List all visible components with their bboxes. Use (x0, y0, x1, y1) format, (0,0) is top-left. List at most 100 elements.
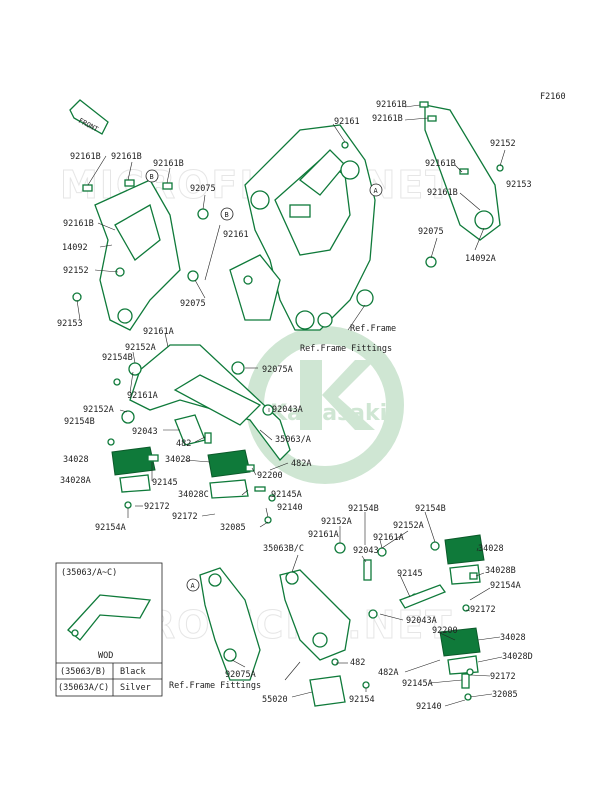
label-92161B-d: 92161B (63, 219, 94, 229)
figure-code: F2160 (540, 92, 566, 102)
label-34028B: 34028B (485, 566, 516, 576)
part-labels: 92161B 92161B 92161B 92075 92161B 14092 … (57, 100, 533, 712)
label-92161B-f: 92161B (372, 114, 403, 124)
kawasaki-logo-bar (300, 360, 322, 430)
label-14092: 14092 (62, 243, 88, 253)
leader-lines (76, 104, 506, 707)
inset-row-2-color: Silver (120, 683, 151, 693)
label-92161A-a: 92161A (143, 327, 174, 337)
label-92145-a: 92145 (152, 478, 178, 488)
label-482A-a: 482A (291, 459, 311, 469)
label-ref-frame: Ref.Frame (350, 324, 396, 334)
footrest-bracket-right (199, 542, 387, 707)
label-92075A-b: 92075A (225, 670, 256, 680)
front-arrow: FRONT (69, 99, 109, 135)
label-92145-b: 92145 (397, 569, 423, 579)
callout-b-2 (220, 207, 234, 221)
label-34028A: 34028A (60, 476, 91, 486)
label-92161B-h: 92161B (427, 188, 458, 198)
callout-a-2 (186, 578, 200, 592)
label-32085-a: 32085 (220, 523, 246, 533)
footrest-bracket-left (107, 344, 291, 461)
label-92152A-d: 92152A (393, 521, 424, 531)
color-inset: (35063/A~C) WOD (35063/B) Black (35063A/… (55, 562, 163, 697)
label-92153-a: 92153 (57, 319, 83, 329)
inset-code: WOD (98, 651, 113, 661)
label-35063BC: 35063B/C (263, 544, 304, 554)
label-92154B-b: 92154B (64, 417, 95, 427)
label-92043A-b: 92043A (406, 616, 437, 626)
label-92154A-a: 92154A (95, 523, 126, 533)
label-482-a: 482 (176, 439, 191, 449)
label-35063A: 35063/A (275, 435, 311, 445)
label-ref-frame-fittings-top: Ref.Frame Fittings (300, 344, 392, 354)
label-92200-b: 92200 (432, 626, 458, 636)
label-92161-b: 92161 (334, 117, 360, 127)
label-92161B-b: 92161B (111, 152, 142, 162)
callouts: B B A A (145, 169, 383, 592)
bracket-left-14092 (72, 179, 209, 331)
bracket-right-14092A (419, 101, 504, 268)
label-92161A-b: 92161A (127, 391, 158, 401)
label-92172-b: 92172 (172, 512, 198, 522)
label-34028-c: 34028 (478, 544, 504, 554)
footpeg-right-front (399, 534, 485, 612)
label-92154B-d: 92154B (415, 504, 446, 514)
callout-a-1-text: A (374, 187, 379, 195)
label-32085-b: 32085 (492, 690, 518, 700)
label-92075A-a: 92075A (262, 365, 293, 375)
label-92200-a: 92200 (257, 471, 283, 481)
inset-row-1-color: Black (120, 667, 146, 677)
label-92172-a: 92172 (144, 502, 170, 512)
label-92172-c: 92172 (470, 605, 496, 615)
label-92152A-b: 92152A (83, 405, 114, 415)
label-92161A-c: 92161A (308, 530, 339, 540)
label-92161B-g: 92161B (425, 159, 456, 169)
label-92161A-d: 92161A (373, 533, 404, 543)
label-92154B-c: 92154B (348, 504, 379, 514)
label-92172-d: 92172 (490, 672, 516, 682)
callout-a-2-text: A (191, 582, 196, 590)
label-34028C: 34028C (178, 490, 209, 500)
label-92161B-a: 92161B (70, 152, 101, 162)
label-92154-a: 92154 (349, 695, 375, 705)
label-55020: 55020 (262, 695, 288, 705)
callout-a-1 (369, 183, 383, 197)
label-34028-d: 34028 (500, 633, 526, 643)
label-92161-a: 92161 (223, 230, 249, 240)
footpeg-right-rear (439, 627, 481, 701)
callout-b-1 (145, 169, 159, 183)
label-34028D: 34028D (502, 652, 533, 662)
label-14092A: 14092A (465, 254, 496, 264)
label-92161B-e: 92161B (376, 100, 407, 110)
label-92154B-a: 92154B (102, 353, 133, 363)
footpeg-left (111, 446, 159, 509)
watermark-brand: Kawasaki (270, 401, 387, 426)
callout-b-1-text: B (150, 173, 154, 181)
inset-row-1-part: (35063/B) (60, 667, 106, 677)
label-92152A-c: 92152A (321, 517, 352, 527)
label-92161B-c: 92161B (153, 159, 184, 169)
front-arrow-shape (69, 99, 109, 135)
label-92153-b: 92153 (506, 180, 532, 190)
label-92075-a: 92075 (190, 184, 216, 194)
footpeg-left-rear (207, 449, 276, 524)
label-92140-b: 92140 (416, 702, 442, 712)
callout-b-2-text: B (225, 211, 229, 219)
label-92152-a: 92152 (63, 266, 89, 276)
label-92043-a: 92043 (132, 427, 158, 437)
label-92075-b: 92075 (180, 299, 206, 309)
label-92043-b: 92043 (353, 546, 379, 556)
label-92043A-a: 92043A (272, 405, 303, 415)
label-34028-a: 34028 (63, 455, 89, 465)
label-92152-b: 92152 (490, 139, 516, 149)
kawasaki-logo-k (322, 360, 375, 430)
label-482A-b: 482A (378, 668, 398, 678)
inset-title: (35063/A~C) (61, 568, 117, 578)
inset-row-2-part: (35063A/C) (58, 683, 109, 693)
label-482-b: 482 (350, 658, 365, 668)
label-92154A-b: 92154A (490, 581, 521, 591)
label-92140-a: 92140 (277, 503, 303, 513)
label-92145A-a: 92145A (271, 490, 302, 500)
